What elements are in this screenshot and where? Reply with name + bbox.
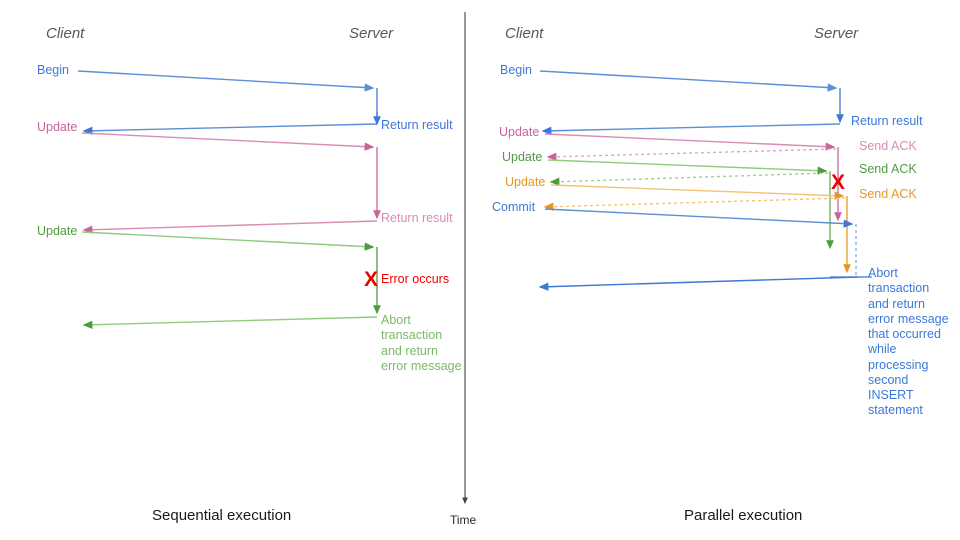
left-message-update-2: Update [37,224,78,238]
right-message-commit: Commit [492,200,536,214]
right-error-x-icon: X [831,171,846,194]
right-message-update-2: Update [502,150,543,164]
left-message-abort-block: Abort transaction and return error messa… [381,313,462,373]
arrow-right-ack1 [546,148,837,161]
arrow-right-update1 [544,133,836,151]
left-actor-server-label: Server [349,25,394,42]
left-panel-arrows [77,70,381,329]
arrow-right-update2 [547,159,828,175]
right-message-update-1: Update [499,125,540,139]
right-message-send-ack-1: Send ACK [859,139,917,153]
right-actor-client-label: Client [505,25,544,42]
right-message-return-result: Return result [851,114,923,128]
arrow-right-abort [538,276,859,291]
arrow-right-ack3 [543,197,846,211]
right-message-abort-block: Abort transaction and return error messa… [868,266,949,418]
time-axis-label: Time [450,513,477,527]
arrow-left-return2 [82,220,378,234]
left-actor-client-label: Client [46,25,85,42]
right-message-send-ack-3: Send ACK [859,187,917,201]
arrow-right-update3 [550,184,845,200]
left-error-x-icon: X [364,268,379,291]
left-message-begin: Begin [37,63,69,77]
right-message-send-ack-2: Send ACK [859,162,917,176]
left-message-return-result-2: Return result [381,211,453,225]
right-actor-server-label: Server [814,25,859,42]
arrow-left-update1 [81,132,375,151]
arrow-right-return1 [541,123,841,136]
right-panel-arrows [538,70,872,291]
left-message-update-1: Update [37,120,78,134]
arrow-left-return1 [82,123,378,135]
right-message-update-3: Update [505,175,546,189]
right-panel-caption: Parallel execution [684,507,803,524]
arrow-right-ack2 [549,172,829,186]
left-message-error-occurs: Error occurs [381,272,450,286]
right-message-begin: Begin [500,63,532,77]
arrow-left-begin [77,70,375,92]
left-message-return-result-1: Return result [381,118,453,132]
arrow-left-abort [82,316,378,329]
arrow-right-commit [544,208,854,228]
arrow-left-update2 [81,231,375,251]
arrow-right-begin [539,70,838,92]
left-panel-caption: Sequential execution [152,507,292,524]
